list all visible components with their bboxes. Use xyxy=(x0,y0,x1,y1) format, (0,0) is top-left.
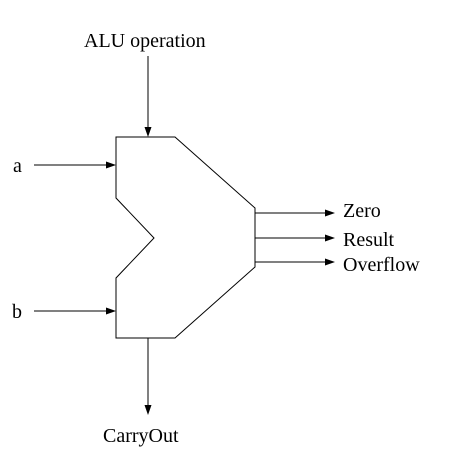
output-zero-arrow xyxy=(255,209,335,217)
carryout-label: CarryOut xyxy=(103,425,179,447)
input-a-arrow xyxy=(34,161,116,169)
input-b-label: b xyxy=(12,301,22,323)
output-zero-label: Zero xyxy=(343,200,381,222)
alu-operation-label: ALU operation xyxy=(84,30,206,52)
carryout-arrow xyxy=(144,338,152,415)
output-result-label: Result xyxy=(343,229,395,251)
input-a-label: a xyxy=(13,155,22,177)
output-result-arrow xyxy=(255,234,335,242)
output-overflow-arrow xyxy=(255,258,335,266)
alu-body xyxy=(115,136,256,339)
alu-operation-arrow xyxy=(144,56,152,137)
input-b-arrow xyxy=(34,307,116,315)
output-overflow-label: Overflow xyxy=(343,254,420,276)
